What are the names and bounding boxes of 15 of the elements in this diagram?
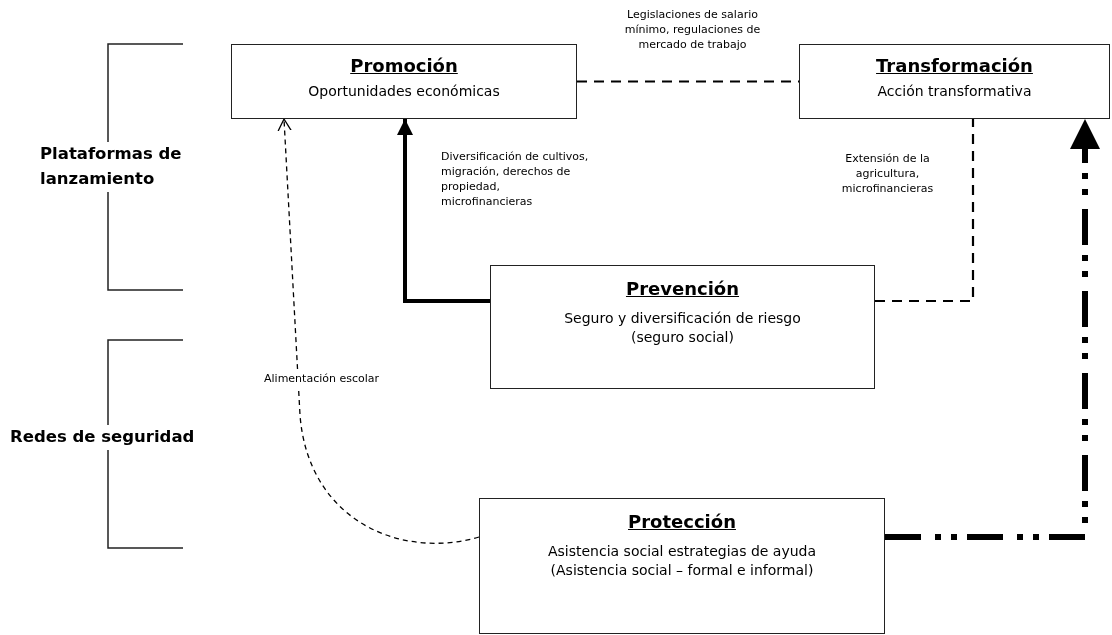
box-text: Oportunidades económicas	[307, 82, 501, 101]
connector-arrow	[397, 119, 490, 303]
concept-box	[490, 265, 875, 389]
box-text: Asistencia social estrategias de ayuda (Asistencia social – formal e informal)	[546, 542, 818, 580]
box-text: Seguro y diversificación de riesgo (seguro social)	[563, 309, 802, 347]
concept-box	[479, 498, 885, 634]
box-heading: Promoción	[350, 55, 458, 76]
concept-box	[799, 44, 1110, 119]
connector-arrow	[885, 119, 1100, 540]
concept-box	[231, 44, 577, 119]
box-text: Acción transformativa	[876, 82, 1033, 101]
connector-arrow	[277, 118, 480, 544]
box-heading: Transformación	[876, 55, 1033, 76]
box-heading: Protección	[628, 511, 736, 532]
box-heading: Prevención	[625, 278, 740, 299]
